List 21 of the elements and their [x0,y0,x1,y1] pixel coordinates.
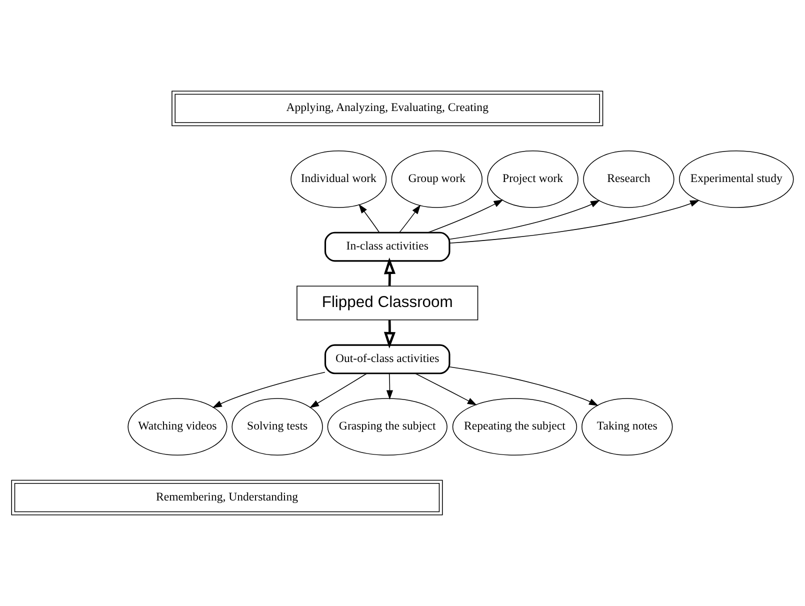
arrow [449,200,600,240]
arrow [427,200,504,233]
arrow [212,372,326,408]
arrow [449,200,700,244]
arrow [415,373,477,406]
node-ellipse: Grasping the subject [327,398,448,456]
arrow [386,373,394,400]
arrow [358,204,380,233]
node-box: Remembering, Understanding [11,480,443,516]
arrow [310,373,368,408]
node-box: In-class activities [324,232,450,262]
node-box: Flipped Classroom [296,286,478,320]
node-ellipse: Group work [391,150,482,208]
node-ellipse: Individual work [290,150,387,208]
node-box: Out-of-class activities [324,344,450,374]
arrow [384,258,396,286]
arrow [399,204,421,233]
node-box: Applying, Analyzing, Evaluating, Creating [172,90,604,126]
node-ellipse: Watching videos [128,398,228,456]
arrow [449,366,598,406]
arrow [384,320,396,349]
